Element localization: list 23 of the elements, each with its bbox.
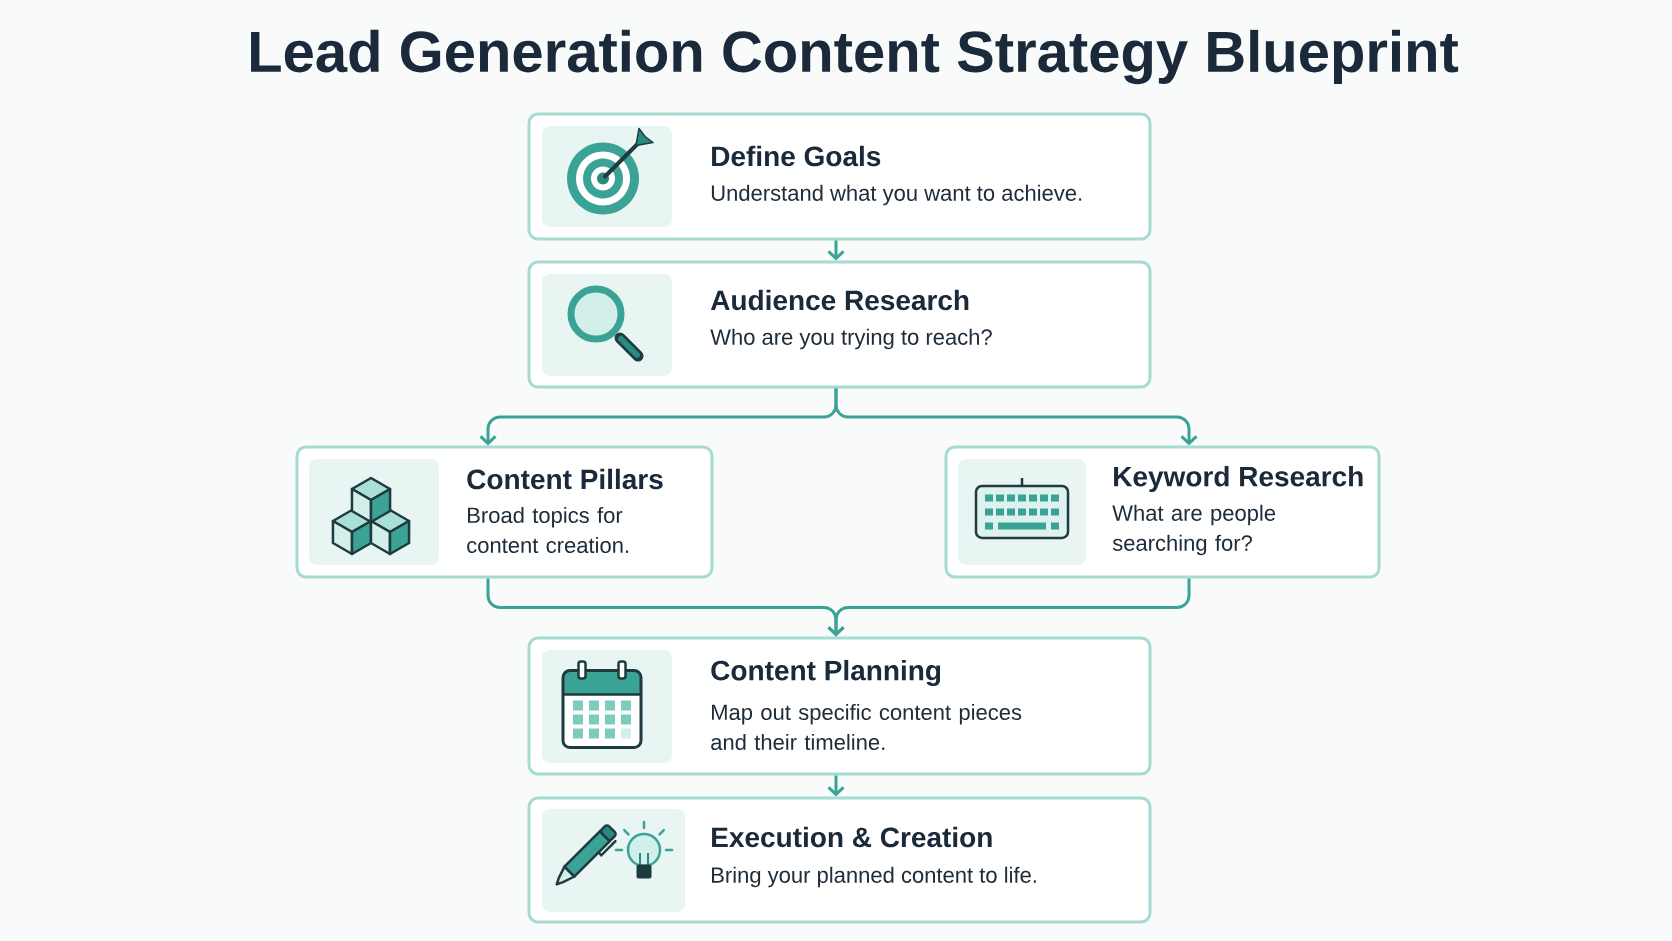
process-box — [527, 260, 1152, 389]
process-box — [527, 636, 1152, 776]
step-title: Execution & Creation — [712, 826, 992, 848]
step-description: Who are you trying to reach? — [710, 328, 992, 350]
process-box — [527, 796, 1152, 924]
step-title: Audience Research — [710, 289, 969, 311]
process-box — [527, 112, 1152, 241]
step-description: Understand what you want to achieve. — [711, 184, 1082, 206]
arrow — [827, 240, 845, 261]
arrow — [827, 578, 1191, 637]
step-title: Keyword Research — [1114, 465, 1363, 493]
step-description: Broad topics for content creation. — [467, 506, 629, 554]
process-box — [944, 445, 1381, 579]
step-title: Content Pillars — [467, 468, 663, 490]
arrow — [834, 388, 1198, 446]
step-description: Map out specific content pieces and their timeline. — [711, 703, 1022, 751]
step-title: Content Planning — [711, 659, 941, 687]
title: Lead Generation Content Strategy Blueprint — [251, 29, 1459, 85]
step-description: Bring your planned content to life. — [712, 866, 1036, 888]
arrow — [827, 775, 845, 797]
step-description: What are people searching for? — [1112, 504, 1276, 556]
process-box — [295, 445, 714, 579]
step-title: Define Goals — [712, 145, 881, 167]
